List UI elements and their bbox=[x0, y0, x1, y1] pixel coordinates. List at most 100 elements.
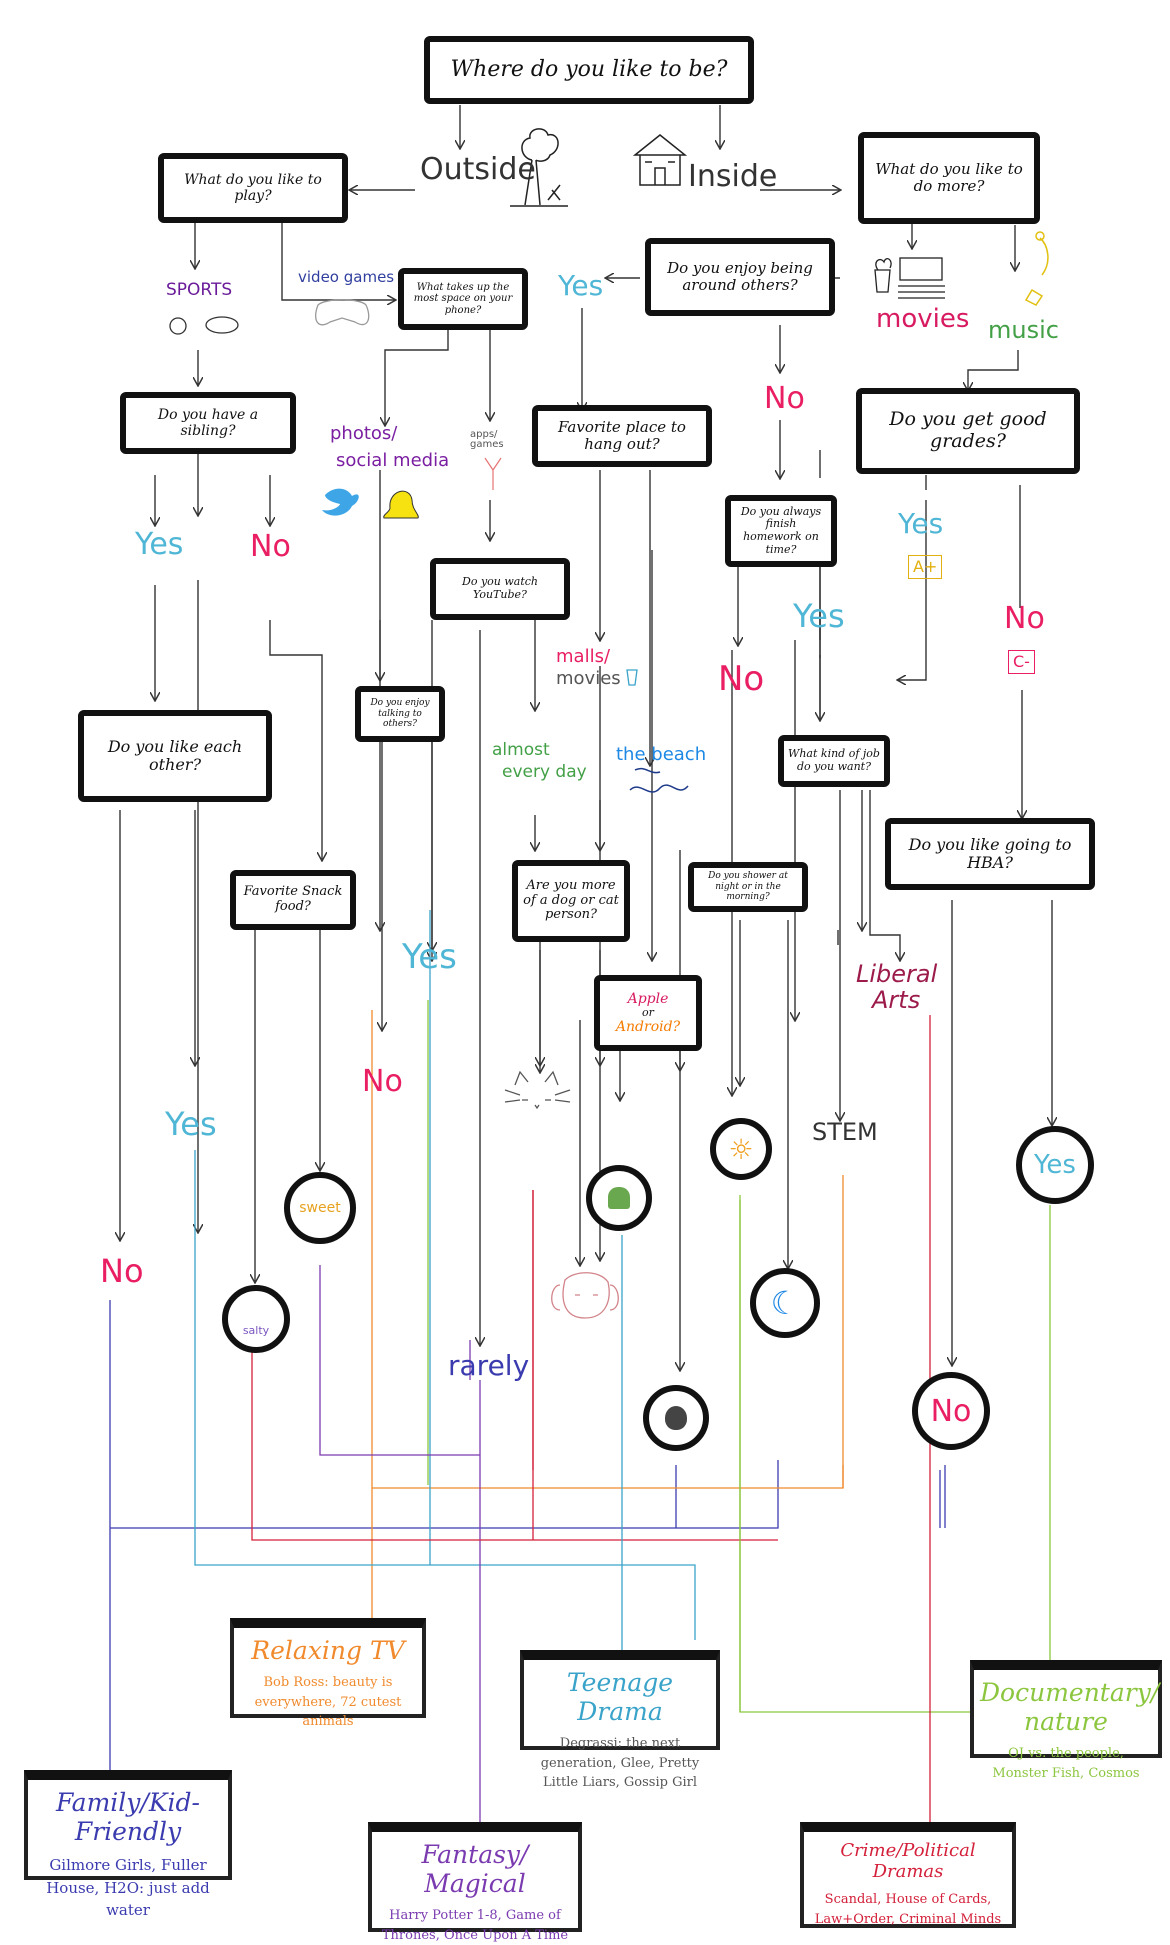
popcorn-small-icon bbox=[626, 669, 638, 686]
rarely-label[interactable]: rarely bbox=[448, 1349, 530, 1382]
yes-talking-label[interactable]: Yes bbox=[402, 937, 457, 977]
question-phone-space[interactable]: What takes up the most space on your pho… bbox=[398, 268, 528, 330]
grade-c-badge: C- bbox=[1008, 650, 1035, 674]
fantasy-title: Fantasy/ Magical bbox=[421, 1840, 529, 1898]
controller-icon bbox=[315, 299, 370, 326]
cat-face-icon bbox=[504, 1070, 571, 1110]
question-snack[interactable]: Favorite Snack food? bbox=[230, 870, 356, 930]
movies-label[interactable]: movies bbox=[876, 304, 970, 334]
no-homework-label[interactable]: No bbox=[718, 659, 765, 699]
twitter-bird-icon bbox=[322, 488, 359, 516]
crime-examples: Scandal, House of Cards, Law+Order, Crim… bbox=[814, 1892, 1002, 1927]
sweet-circle[interactable]: sweet bbox=[284, 1172, 356, 1244]
result-fantasy-magical[interactable]: Fantasy/ Magical Harry Potter 1-8, Game … bbox=[368, 1822, 582, 1943]
sports-icons bbox=[169, 316, 239, 335]
snapchat-ghost-icon bbox=[383, 490, 419, 519]
documentary-examples: OJ vs. the people, Monster Fish, Cosmos bbox=[992, 1746, 1140, 1781]
documentary-title: Documentary/ nature bbox=[980, 1678, 1160, 1736]
family-examples: Gilmore Girls, Fuller House, H2O: just a… bbox=[46, 1856, 210, 1919]
question-sibling[interactable]: Do you have a sibling? bbox=[120, 392, 296, 454]
result-teenage-drama[interactable]: Teenage Drama Degrassi: the next generat… bbox=[520, 1650, 720, 1790]
question-hangout[interactable]: Favorite place to hang out? bbox=[532, 405, 712, 467]
android-option: Android? bbox=[615, 1019, 681, 1036]
salty-circle[interactable]: salty bbox=[222, 1285, 290, 1353]
photos-label-2[interactable]: social media bbox=[336, 450, 450, 471]
no-sibling-label[interactable]: No bbox=[250, 529, 291, 564]
house-icon bbox=[632, 134, 688, 186]
wave-icon bbox=[629, 767, 689, 793]
almost-label-2[interactable]: every day bbox=[502, 762, 587, 782]
family-line bbox=[109, 1300, 941, 1770]
android-circle[interactable] bbox=[586, 1165, 652, 1231]
question-what-play[interactable]: What do you like to play? bbox=[158, 153, 348, 223]
stem-label[interactable]: STEM bbox=[812, 1118, 878, 1146]
yes-grades-label[interactable]: Yes bbox=[898, 507, 944, 540]
relaxing-title: Relaxing TV bbox=[251, 1636, 405, 1665]
result-family-kid-friendly[interactable]: Family/Kid-Friendly Gilmore Girls, Fulle… bbox=[24, 1770, 232, 1919]
question-shower[interactable]: Do you shower at night or in the morning… bbox=[688, 862, 808, 912]
joystick-icon bbox=[484, 457, 502, 490]
dog-face-icon bbox=[551, 1272, 619, 1319]
question-dog-cat[interactable]: Are you more of a dog or cat person? bbox=[512, 860, 630, 942]
no-talking-label[interactable]: No bbox=[362, 1064, 403, 1099]
apple-option: Apple bbox=[627, 990, 669, 1007]
question-talking[interactable]: Do you enjoy talking to others? bbox=[355, 686, 445, 742]
result-lines bbox=[109, 910, 1051, 1825]
liberal-arts-label-1[interactable]: Liberal bbox=[856, 960, 938, 988]
almost-label-1[interactable]: almost bbox=[492, 740, 550, 760]
yes-sibling-label[interactable]: Yes bbox=[135, 527, 184, 562]
question-like-each-other[interactable]: Do you like each other? bbox=[78, 710, 272, 802]
question-good-grades[interactable]: Do you get good grades? bbox=[856, 388, 1080, 474]
question-youtube[interactable]: Do you watch YouTube? bbox=[430, 558, 570, 620]
teenage-examples: Degrassi: the next generation, Glee, Pre… bbox=[540, 1736, 700, 1790]
teenage-line bbox=[194, 910, 696, 1640]
question-job[interactable]: What kind of job do you want? bbox=[778, 735, 890, 787]
yes-hba-circle[interactable]: Yes bbox=[1016, 1126, 1094, 1204]
question-apple-android[interactable]: Apple or Android? bbox=[594, 975, 702, 1051]
apps-games-label[interactable]: apps/ games bbox=[470, 429, 504, 450]
sweet-label: sweet bbox=[299, 1200, 341, 1216]
moon-circle[interactable]: ☾ bbox=[750, 1268, 820, 1338]
beach-label[interactable]: the beach bbox=[616, 744, 707, 765]
teenage-title: Teenage Drama bbox=[566, 1668, 674, 1726]
moon-icon: ☾ bbox=[770, 1284, 800, 1322]
question-where[interactable]: Where do you like to be? bbox=[424, 36, 754, 104]
question-hba[interactable]: Do you like going to HBA? bbox=[885, 818, 1095, 890]
or-word: or bbox=[642, 1005, 654, 1019]
question-what-do-more[interactable]: What do you like to do more? bbox=[858, 132, 1040, 224]
yes-like-label[interactable]: Yes bbox=[165, 1105, 217, 1143]
fantasy-examples: Harry Potter 1-8, Game of Thrones, Once … bbox=[381, 1908, 569, 1943]
malls-label-1[interactable]: malls/ bbox=[556, 646, 611, 667]
headphones-icon bbox=[1024, 231, 1049, 306]
yes-hba-label: Yes bbox=[1034, 1150, 1076, 1180]
result-crime-political[interactable]: Crime/Political Dramas Scandal, House of… bbox=[800, 1822, 1016, 1928]
music-label[interactable]: music bbox=[988, 316, 1059, 344]
question-homework[interactable]: Do you always finish homework on time? bbox=[725, 495, 837, 567]
no-enjoy-label[interactable]: No bbox=[764, 381, 805, 416]
no-like-label[interactable]: No bbox=[100, 1252, 144, 1290]
android-robot-icon bbox=[608, 1187, 630, 1209]
no-hba-circle[interactable]: No bbox=[912, 1372, 990, 1450]
sports-label[interactable]: SPORTS bbox=[166, 280, 233, 300]
apple-circle[interactable] bbox=[643, 1385, 709, 1451]
result-documentary[interactable]: Documentary/ nature OJ vs. the people, M… bbox=[970, 1660, 1162, 1781]
result-relaxing-tv[interactable]: Relaxing TV Bob Ross: beauty is everywhe… bbox=[230, 1618, 426, 1729]
yes-homework-label[interactable]: Yes bbox=[793, 597, 845, 635]
yes-enjoy-label[interactable]: Yes bbox=[558, 269, 604, 302]
crime-title: Crime/Political Dramas bbox=[840, 1840, 976, 1882]
relaxing-examples: Bob Ross: beauty is everywhere, 72 cutes… bbox=[254, 1675, 402, 1729]
apple-logo-icon bbox=[665, 1406, 687, 1430]
liberal-arts-label-2[interactable]: Arts bbox=[872, 986, 921, 1014]
inside-label[interactable]: Inside bbox=[688, 159, 778, 194]
photos-label-1[interactable]: photos/ bbox=[330, 423, 398, 444]
salty-label: salty bbox=[242, 1323, 270, 1337]
question-enjoy-others[interactable]: Do you enjoy being around others? bbox=[645, 238, 835, 316]
no-grades-label[interactable]: No bbox=[1004, 601, 1045, 636]
connector-arrows bbox=[120, 105, 1052, 1370]
outside-label[interactable]: Outside bbox=[420, 152, 536, 187]
sun-circle[interactable]: ☼ bbox=[710, 1118, 772, 1180]
sun-icon: ☼ bbox=[728, 1132, 754, 1166]
malls-label-2[interactable]: movies bbox=[556, 668, 621, 689]
video-games-label[interactable]: video games bbox=[298, 268, 395, 286]
